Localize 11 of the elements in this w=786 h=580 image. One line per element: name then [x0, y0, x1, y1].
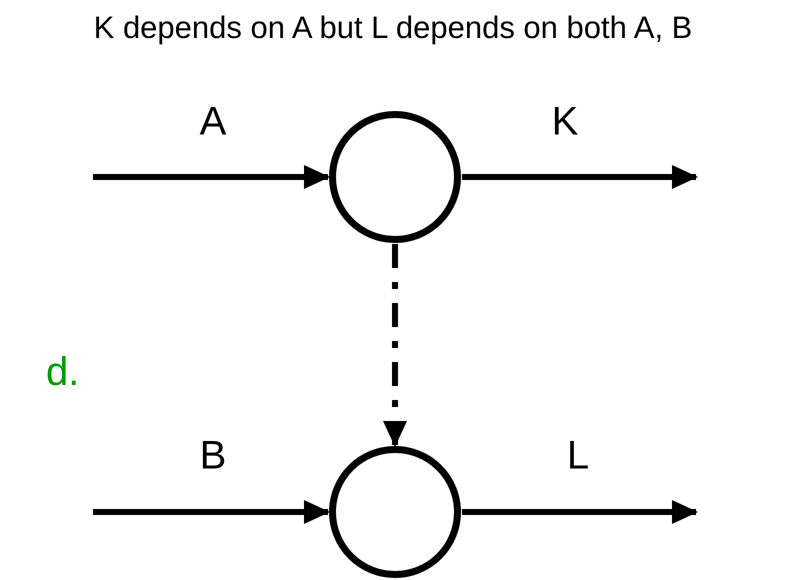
edge-label: B — [200, 434, 226, 478]
edge-label: A — [200, 100, 226, 144]
edge-label: L — [566, 434, 590, 478]
arrow — [462, 500, 698, 524]
edge-label: K — [552, 100, 578, 144]
arrow — [383, 244, 407, 447]
title: K depends on A but L depends on both A, B — [94, 10, 692, 46]
arrow — [462, 165, 698, 189]
arrow — [93, 500, 330, 524]
arrow — [93, 165, 330, 189]
panel-letter: d. — [46, 350, 80, 395]
